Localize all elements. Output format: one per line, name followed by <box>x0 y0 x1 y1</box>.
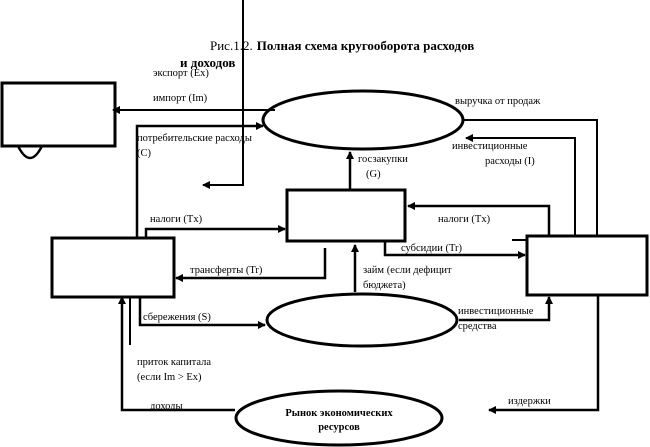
resource-market-label-2: ресурсов <box>318 422 360 433</box>
flow-investment-spending: инвестиционные расходы (I) <box>452 134 576 236</box>
flow-taxes-households: налоги (Tx) <box>144 214 286 238</box>
figure-number: Рис.1.2. <box>210 38 253 53</box>
flow-capital-inflow: приток капитала (если Im > Ex) <box>129 297 211 383</box>
flow-import: импорт (Im) <box>112 93 275 114</box>
figure-title-line2: и доходов <box>180 55 235 70</box>
export-arrow <box>202 0 244 189</box>
capital-inflow-label-2: (если Im > Ex) <box>137 372 202 383</box>
flow-costs: издержки <box>488 295 600 414</box>
sales-revenue-line <box>463 119 598 236</box>
investment-funds-label-2: средства <box>458 321 497 332</box>
financial-market-ellipse <box>265 292 459 348</box>
resource-market-node: Рынок экономических ресурсов <box>234 389 444 447</box>
government-box <box>285 188 407 243</box>
flow-sales-revenue: выручка от продаж <box>455 96 598 236</box>
figure-title-line1: Полная схема кругооборота расходов <box>257 38 475 53</box>
investment-funds-label-1: инвестиционные <box>458 306 534 317</box>
investment-spending-label-1: инвестиционные <box>452 141 528 152</box>
firms-box <box>525 234 649 297</box>
flow-income: доходы <box>118 296 235 412</box>
flow-subsidies: субсидии (Tr) <box>383 241 526 259</box>
savings-label: сбережения (S) <box>143 312 211 323</box>
savings-arrow <box>138 297 266 329</box>
loan-label-2: бюджета) <box>363 280 406 291</box>
consumer-spending-label-1: потребительские расходы <box>137 133 252 144</box>
consumer-spending-arrow <box>135 122 264 238</box>
sales-revenue-label: выручка от продаж <box>455 96 541 107</box>
investment-spending-arrow <box>465 134 576 236</box>
taxes-firms-arrow <box>407 202 551 236</box>
income-arrow <box>118 296 235 412</box>
gov-purchases-label-1: госзакупки <box>358 154 408 165</box>
flow-investment-funds: инвестиционные средства <box>458 296 553 332</box>
flow-loan: займ (если дефицит бюджета) <box>351 244 452 292</box>
gov-purchases-label-2: (G) <box>366 169 381 180</box>
product-market-ellipse <box>261 89 465 151</box>
transfers-arrow <box>175 248 327 282</box>
import-label: импорт (Im) <box>153 93 208 104</box>
income-label: доходы <box>150 401 183 412</box>
consumer-spending-label-2: (С) <box>137 148 152 159</box>
export-label: экспорт (Ex) <box>153 68 209 79</box>
flow-consumer-spending: потребительские расходы (С) <box>135 122 264 238</box>
costs-arrow <box>488 295 600 414</box>
resource-market-label-1: Рынок экономических <box>285 408 393 419</box>
flow-transfers: трансферты (Tr) <box>175 248 327 282</box>
households-box <box>50 236 176 299</box>
loan-label-1: займ (если дефицит <box>363 265 452 276</box>
investment-spending-label-2: расходы (I) <box>485 156 535 167</box>
capital-inflow-label-1: приток капитала <box>137 357 211 368</box>
investment-funds-arrow <box>459 296 553 322</box>
flow-taxes-firms: налоги (Tx) <box>407 202 551 236</box>
flow-savings: сбережения (S) <box>138 297 266 329</box>
costs-label: издержки <box>508 396 551 407</box>
flow-export: экспорт (Ex) <box>153 0 244 189</box>
foreign-sector-hook <box>16 145 44 160</box>
taxes-households-label: налоги (Tx) <box>150 214 203 225</box>
subsidies-label: субсидии (Tr) <box>401 243 462 254</box>
figure-title: Рис.1.2. Полная схема кругооборота расход… <box>210 38 474 53</box>
subsidies-arrow <box>383 241 526 259</box>
foreign-sector-box <box>0 81 117 148</box>
flow-gov-purchases: госзакупки (G) <box>346 151 408 190</box>
taxes-households-arrow <box>144 225 286 238</box>
taxes-firms-label: налоги (Tx) <box>438 214 491 225</box>
transfers-label: трансферты (Tr) <box>190 265 263 276</box>
resource-market-ellipse <box>234 389 444 447</box>
